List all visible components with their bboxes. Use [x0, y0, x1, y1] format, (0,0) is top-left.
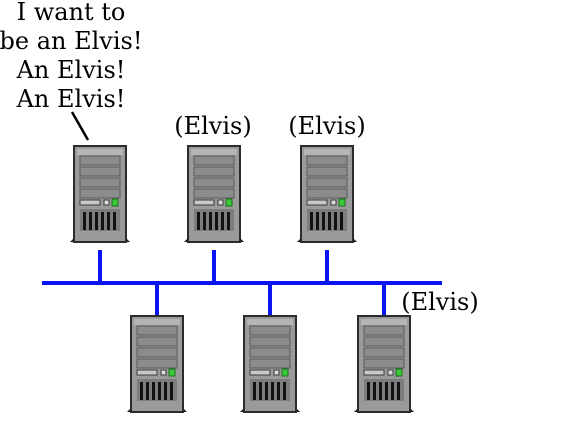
elvis-label-top-middle: (Elvis): [174, 112, 251, 140]
speech-line-1: I want to: [17, 0, 126, 26]
server-icon: [126, 315, 188, 413]
server-icon: [69, 145, 131, 243]
speech-line-4: An Elvis!: [16, 85, 126, 113]
server-icon: [183, 145, 245, 243]
server-icon: [239, 315, 301, 413]
speech-pointer: [70, 111, 90, 141]
speech-line-3: An Elvis!: [16, 56, 126, 84]
server-icon: [353, 315, 415, 413]
server-icon: [296, 145, 358, 243]
elvis-label-bottom-right: (Elvis): [401, 288, 478, 316]
speech-line-2: be an Elvis!: [0, 27, 142, 55]
elvis-label-top-right: (Elvis): [288, 112, 365, 140]
